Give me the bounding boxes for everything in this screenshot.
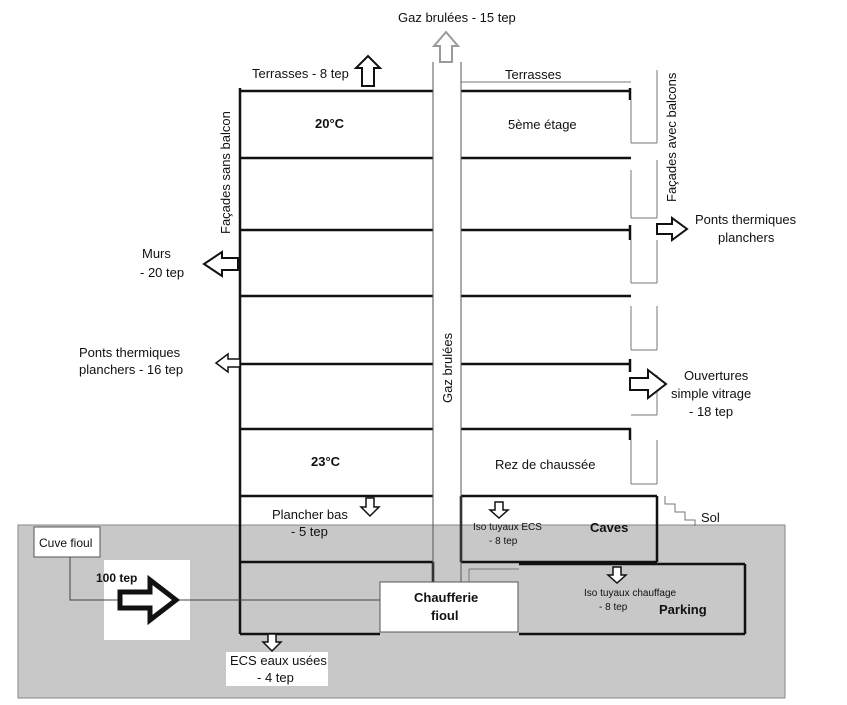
iso-ecs-arrow: [488, 501, 510, 520]
terrasses-loss-label: Terrasses - 8 tep: [252, 66, 349, 81]
chaufferie-label-2: fioul: [431, 608, 458, 623]
sol-label: Sol: [701, 510, 720, 525]
iso-ecs-label-1: Iso tuyaux ECS: [473, 522, 542, 533]
ouvertures-label-1: Ouvertures: [684, 368, 749, 383]
ecs-label-1: ECS eaux usées: [230, 653, 327, 668]
iso-chauffage-label-1: Iso tuyaux chauffage: [584, 588, 677, 599]
building-right: [459, 88, 747, 636]
ponts-right-label-2: planchers: [718, 230, 775, 245]
iso-chauffage-label-2: - 8 tep: [599, 602, 628, 613]
fuel-input-arrow: [117, 574, 181, 626]
plancher-bas-label-2: - 5 tep: [291, 524, 328, 539]
ponts-right-label-1: Ponts thermiques: [695, 212, 797, 227]
ouvertures-label-2: simple vitrage: [671, 386, 751, 401]
plancher-bas-arrow: [359, 497, 381, 518]
input-tep-label: 100 tep: [96, 571, 137, 585]
fuel-pipe: [69, 557, 380, 601]
rez-label: Rez de chaussée: [495, 457, 595, 472]
facades-avec-balcons-label: Façades avec balcons: [664, 72, 679, 202]
ouvertures-label-3: - 18 tep: [689, 404, 733, 419]
ecs-label-2: - 4 tep: [257, 670, 294, 685]
murs-label-1: Murs: [142, 246, 171, 261]
gaz-brulees-arrow: [431, 30, 461, 63]
building-left: [238, 88, 435, 636]
temp-bottom-label: 23°C: [311, 454, 341, 469]
murs-arrow: [202, 250, 239, 278]
cuve-fioul-box: [33, 526, 101, 558]
gaz-brulees-top-label: Gaz brulées - 15 tep: [398, 10, 516, 25]
ponts-right-arrow: [656, 216, 689, 242]
murs-label-2: - 20 tep: [140, 265, 184, 280]
plancher-bas-label-1: Plancher bas: [272, 507, 348, 522]
terrasses-arrow: [353, 54, 383, 87]
ponts-left-label-1: Ponts thermiques: [79, 345, 181, 360]
caves-label: Caves: [590, 520, 628, 535]
cuve-fioul-label: Cuve fioul: [39, 536, 92, 550]
temp-top-label: 20°C: [315, 116, 345, 131]
terrasses-label: Terrasses: [505, 67, 562, 82]
gaz-brulees-chimney-label: Gaz brulées: [440, 332, 455, 403]
ecs-arrow: [261, 633, 283, 653]
ecs-label-box: [226, 652, 328, 686]
etage-5-label: 5ème étage: [508, 117, 577, 132]
facades-sans-balcon-label: Façades sans balcon: [218, 111, 233, 234]
balcony-lines: [461, 70, 696, 583]
iso-chauffage-arrow: [606, 566, 628, 585]
ponts-left-arrow: [214, 352, 241, 374]
iso-ecs-label-2: - 8 tep: [489, 536, 518, 547]
parking-label: Parking: [659, 602, 707, 617]
ouvertures-arrow: [629, 367, 668, 401]
chaufferie-box: [379, 581, 519, 633]
chimney: [432, 62, 462, 582]
chaufferie-label-1: Chaufferie: [414, 590, 478, 605]
ponts-left-label-2: planchers - 16 tep: [79, 362, 183, 377]
